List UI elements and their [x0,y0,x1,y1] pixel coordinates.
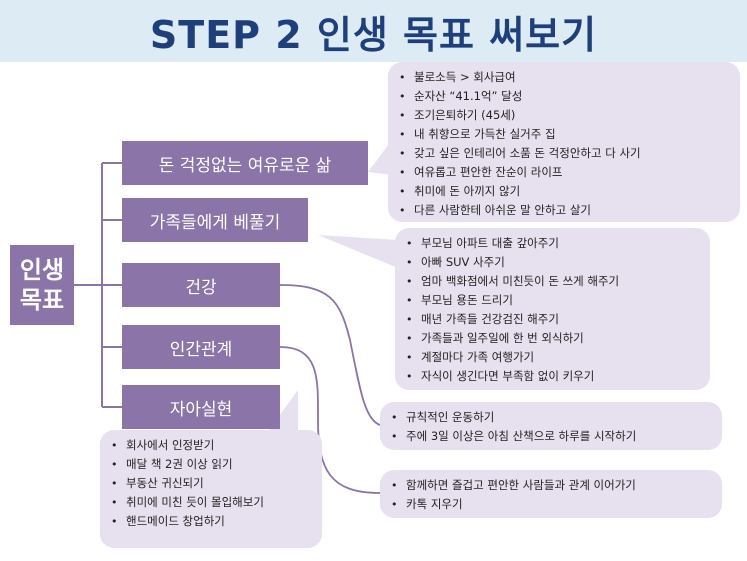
list-item: 가족들과 일주일에 한 번 외식하기 [406,329,700,348]
list-item: 주에 3일 이상은 아침 산책으로 하루를 시작하기 [391,427,712,446]
list-item: 조기은퇴하기 (45세) [399,106,730,125]
branch-money: 돈 걱정없는 여유로운 삶 [122,141,368,185]
branch-label: 가족들에게 베풀기 [149,212,281,233]
list-item: 엄마 백화점에서 미친듯이 돈 쓰게 해주기 [406,272,700,291]
list-item: 부동산 귀신되기 [111,474,312,493]
list-item: 계절마다 가족 여행가기 [406,348,700,367]
list-item: 함께하면 즐겁고 편안한 사람들과 관계 이어가기 [391,476,712,495]
list-item: 갖고 싶은 인테리어 소품 돈 걱정안하고 다 사기 [399,144,730,163]
branch-label: 인간관계 [169,339,233,360]
list-item: 카톡 지우기 [391,495,712,514]
root-label-line2: 목표 [19,286,65,314]
branch-health: 건강 [122,263,280,307]
list-item: 부모님 용돈 드리기 [406,291,700,310]
list-item: 핸드메이드 창업하기 [111,512,312,531]
bubble-health: 규칙적인 운동하기 주에 3일 이상은 아침 산책으로 하루를 시작하기 [380,402,722,450]
page-title: STEP 2 인생 목표 써보기 [149,12,598,57]
bubble-relations: 함께하면 즐겁고 편안한 사람들과 관계 이어가기 카톡 지우기 [380,470,722,518]
list-item: 다른 사람한테 아쉬운 말 안하고 살기 [399,201,730,220]
title-bar: STEP 2 인생 목표 써보기 [0,0,747,62]
branch-relations: 인간관계 [122,325,280,369]
list-item: 회사에서 인정받기 [111,436,312,455]
list-item: 부모님 아파트 대출 갚아주기 [406,234,700,253]
list-item: 내 취향으로 가득찬 실거주 집 [399,125,730,144]
list-item: 여유롭고 편안한 잔순이 라이프 [399,163,730,182]
list-item: 자식이 생긴다면 부족함 없이 키우기 [406,367,700,386]
bubble-money: 불로소득 > 회사급여 순자산 “41.1억” 달성 조기은퇴하기 (45세) … [388,62,740,222]
list-item: 취미에 돈 아끼지 않기 [399,182,730,201]
branch-self: 자아실현 [122,385,280,429]
list-item: 취미에 미친 듯이 몰입해보기 [111,493,312,512]
list-item: 매년 가족들 건강검진 해주기 [406,310,700,329]
branch-label: 건강 [185,277,217,298]
list-item: 아빠 SUV 사주기 [406,253,700,272]
root-label-line1: 인생 [19,256,65,284]
list-item: 순자산 “41.1억” 달성 [399,87,730,106]
bubble-family: 부모님 아파트 대출 갚아주기 아빠 SUV 사주기 엄마 백화점에서 미친듯이… [395,228,710,390]
branch-family: 가족들에게 베풀기 [122,198,308,242]
branch-label: 돈 걱정없는 여유로운 삶 [158,155,332,176]
list-item: 규칙적인 운동하기 [391,408,712,427]
list-item: 매달 책 2권 이상 읽기 [111,455,312,474]
root-node: 인생 목표 [10,245,74,325]
list-item: 불로소득 > 회사급여 [399,68,730,87]
branch-label: 자아실현 [169,399,233,420]
bubble-self: 회사에서 인정받기 매달 책 2권 이상 읽기 부동산 귀신되기 취미에 미친 … [100,430,322,548]
